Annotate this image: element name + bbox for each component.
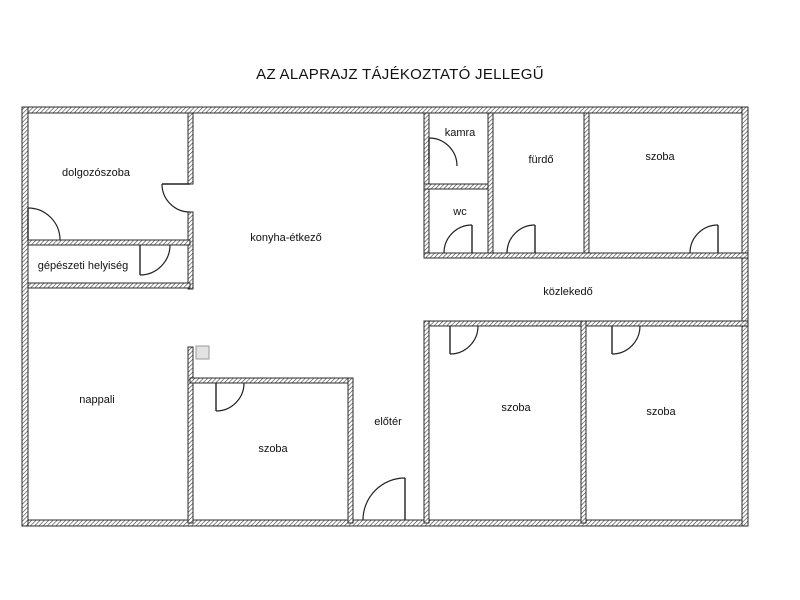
door-szoba-ne (689, 224, 719, 254)
door-gepeszeti (139, 244, 171, 276)
room-label-dolgozoszoba: dolgozószoba (62, 167, 131, 179)
wall-kamra-south (423, 183, 494, 190)
door-swing (161, 183, 191, 213)
door-swing (689, 224, 719, 254)
door-swing (428, 137, 458, 167)
door-swing (362, 477, 406, 521)
wall-szoba-se-divider (580, 320, 587, 524)
door-swing (611, 325, 641, 355)
room-label-wc: wc (452, 206, 467, 218)
door-furdo (506, 224, 536, 254)
plan-title: AZ ALAPRAJZ TÁJÉKOZTATÓ JELLEGŰ (256, 66, 544, 83)
wall-szoba-se1-west (423, 320, 430, 524)
room-label-konyha: konyha-étkező (250, 232, 322, 244)
door-dolgozoszoba-east (161, 183, 191, 213)
door-swing (506, 224, 536, 254)
room-label-gepeszeti: gépészeti helyiség (38, 260, 129, 272)
room-label-szoba-ne: szoba (645, 151, 675, 163)
chimney-marker (195, 345, 210, 360)
wall-dolgozo-south (27, 239, 191, 246)
door-dolgozoszoba-west (27, 207, 61, 241)
wall-nappali-east (187, 346, 194, 524)
doors (27, 137, 719, 521)
wall-dolgozo-east-upper (187, 112, 194, 185)
wall-szoba-center-east (347, 377, 354, 524)
wall-gepeszeti-south (27, 282, 191, 289)
wall-szoba-center-north (189, 377, 354, 384)
outer-walls (21, 106, 749, 527)
interior-walls (27, 112, 749, 524)
room-label-eloter: előtér (374, 416, 402, 428)
door-wc (443, 224, 473, 254)
door-szoba-center (215, 382, 245, 412)
wall-outer-left (21, 106, 29, 527)
room-label-kozlekedo: közlekedő (543, 286, 593, 298)
room-label-nappali: nappali (79, 394, 114, 406)
door-swing (139, 244, 171, 276)
door-swing (449, 325, 479, 355)
room-label-kamra: kamra (445, 127, 476, 139)
door-swing (215, 382, 245, 412)
room-label-szoba-se2: szoba (646, 406, 676, 418)
wall-outer-bottom (21, 519, 749, 527)
room-labels: dolgozószoba gépészeti helyiség konyha-é… (38, 127, 677, 455)
wall-kozlekedo-north (423, 252, 749, 259)
door-szoba-se1 (449, 325, 479, 355)
wall-furdo-east (583, 112, 590, 259)
room-label-szoba-center: szoba (258, 443, 288, 455)
wall-outer-right (741, 106, 749, 527)
door-swing (443, 224, 473, 254)
door-szoba-se2 (611, 325, 641, 355)
wall-dolgozo-east-lower (187, 211, 194, 290)
door-kamra (428, 137, 458, 167)
room-label-furdo: fürdő (528, 154, 553, 166)
wall-furdo-west (487, 112, 494, 259)
room-label-szoba-se1: szoba (501, 402, 531, 414)
door-main-entrance (362, 477, 406, 521)
wall-outer-top (21, 106, 749, 114)
door-swing (27, 207, 61, 241)
